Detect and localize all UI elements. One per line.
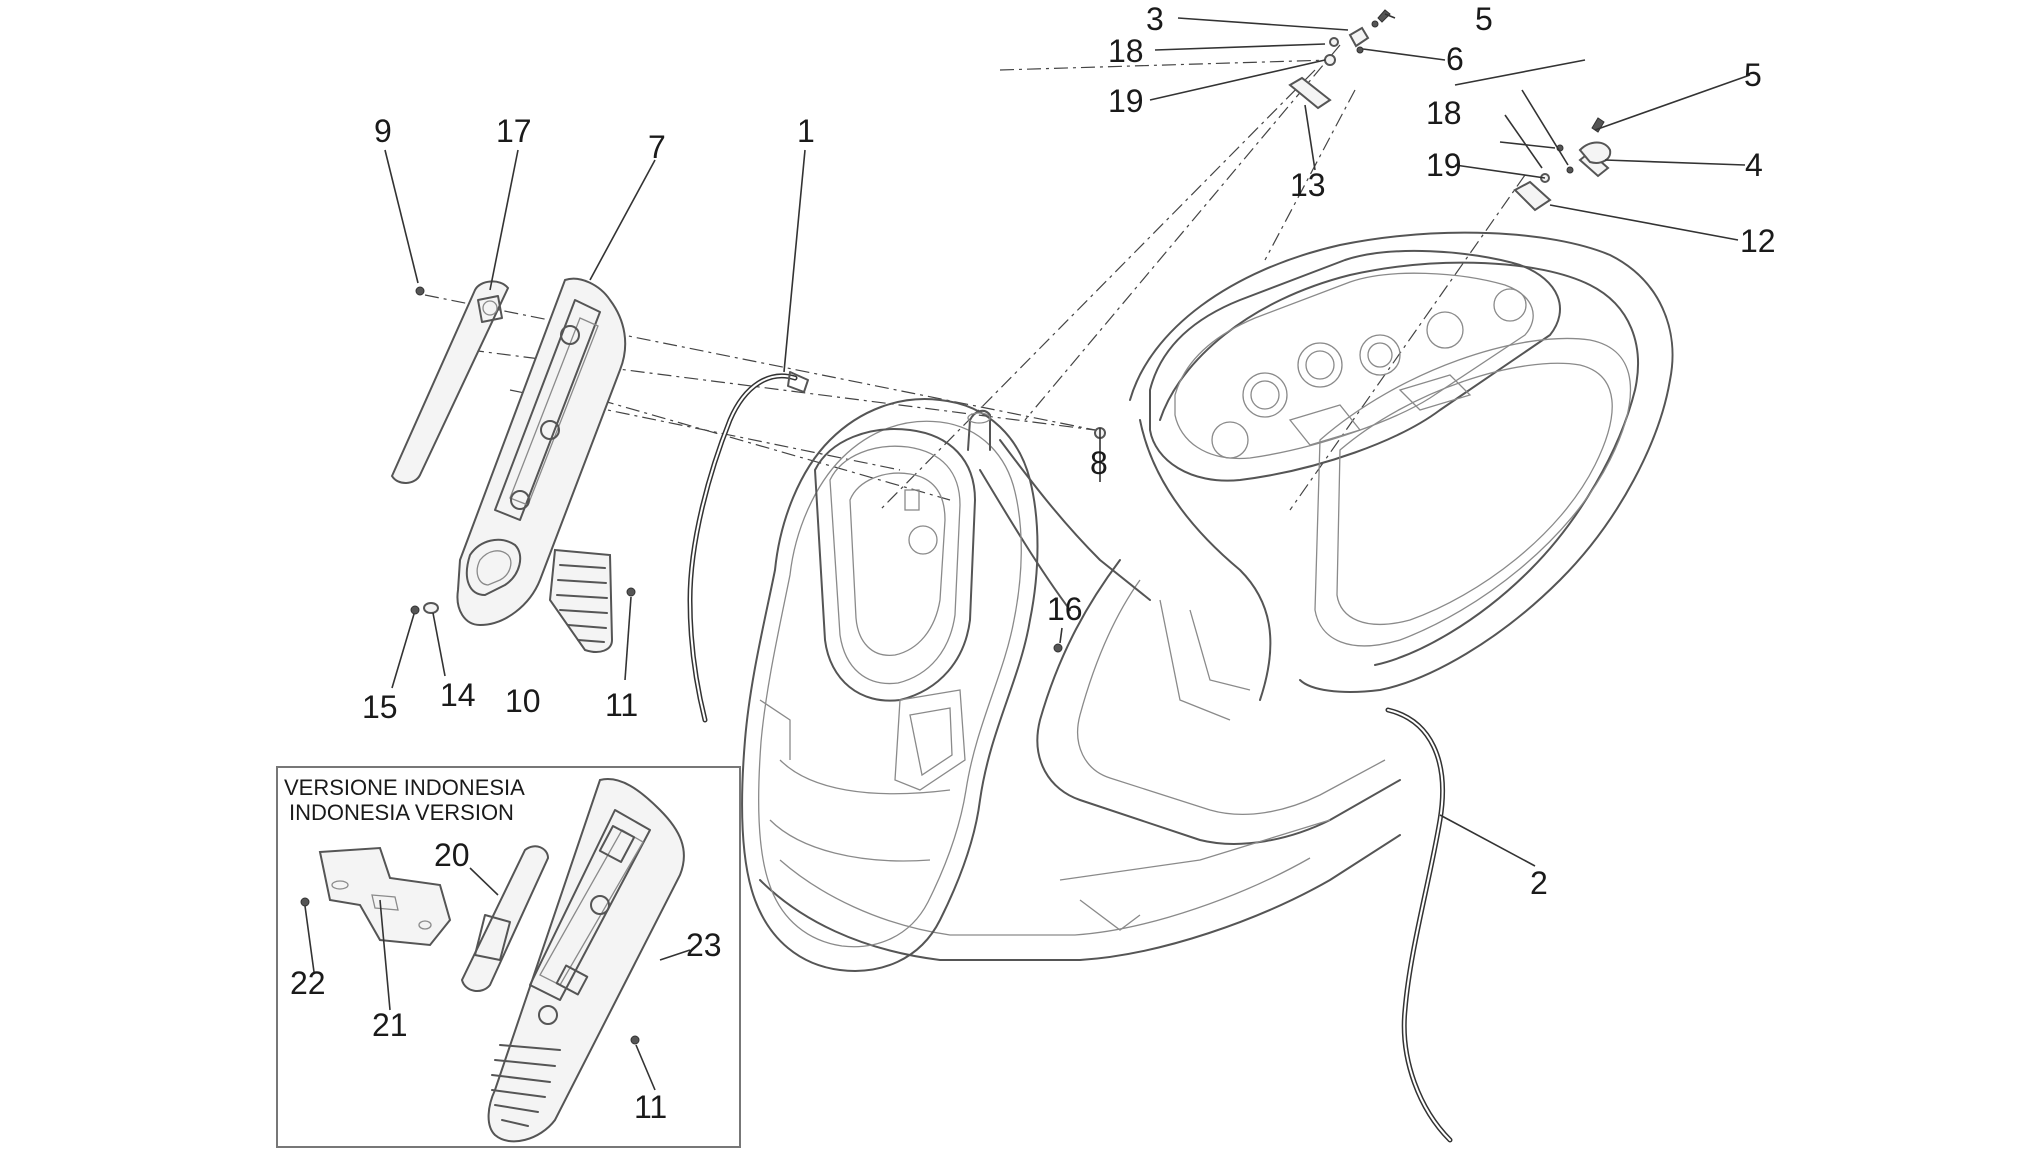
part-labels: 9 17 7 1 8 16 15 14 10 11 2 3 5 18 6 19 …	[290, 1, 1776, 1125]
leader-lines	[384, 13, 1751, 867]
label-part-17: 17	[496, 113, 532, 149]
grille-part-10	[548, 548, 614, 653]
hardware-bits	[410, 9, 1612, 653]
screw-part-22	[300, 897, 310, 907]
label-part-1: 1	[797, 113, 815, 149]
label-part-19-top: 19	[1108, 83, 1144, 119]
label-part-13: 13	[1290, 167, 1326, 203]
panel-part-23	[487, 778, 685, 1143]
label-part-8: 8	[1090, 445, 1108, 481]
front-shield	[741, 398, 1039, 972]
label-part-5-right: 5	[1744, 57, 1762, 93]
label-part-11: 11	[605, 687, 638, 723]
label-part-2: 2	[1530, 865, 1548, 901]
inset-title-line-2: INDONESIA VERSION	[289, 800, 514, 825]
label-part-6: 6	[1446, 41, 1464, 77]
cover-strip-part-17	[390, 280, 510, 484]
label-part-15: 15	[362, 689, 398, 725]
inset-title-line-1: VERSIONE INDONESIA	[284, 775, 525, 800]
label-part-5-top: 5	[1475, 1, 1493, 37]
label-part-14: 14	[440, 677, 476, 713]
label-part-20: 20	[434, 837, 470, 873]
inset-frame	[276, 766, 741, 1148]
inset-indonesia-version: VERSIONE INDONESIA INDONESIA VERSION	[276, 766, 741, 1148]
label-part-18-top: 18	[1108, 33, 1144, 69]
strip-part-20	[460, 845, 550, 992]
label-part-9: 9	[374, 113, 392, 149]
label-part-7: 7	[648, 129, 666, 165]
screw-part-11-inset	[630, 1035, 640, 1045]
label-part-12: 12	[1740, 223, 1776, 259]
label-part-11-inset: 11	[634, 1089, 667, 1125]
label-part-18-right: 18	[1426, 95, 1462, 131]
label-part-10: 10	[505, 683, 541, 719]
gasket-part-1	[687, 371, 809, 723]
label-part-3: 3	[1146, 1, 1164, 37]
label-part-4: 4	[1745, 147, 1763, 183]
label-part-22: 22	[290, 965, 326, 1001]
label-part-19-right: 19	[1426, 147, 1462, 183]
gasket-part-2	[1385, 707, 1453, 1143]
scooter-body-frame	[759, 231, 1674, 961]
label-part-23: 23	[686, 927, 722, 963]
front-panel-part-7	[456, 277, 627, 627]
label-part-21: 21	[372, 1007, 408, 1043]
label-part-16: 16	[1047, 591, 1083, 627]
